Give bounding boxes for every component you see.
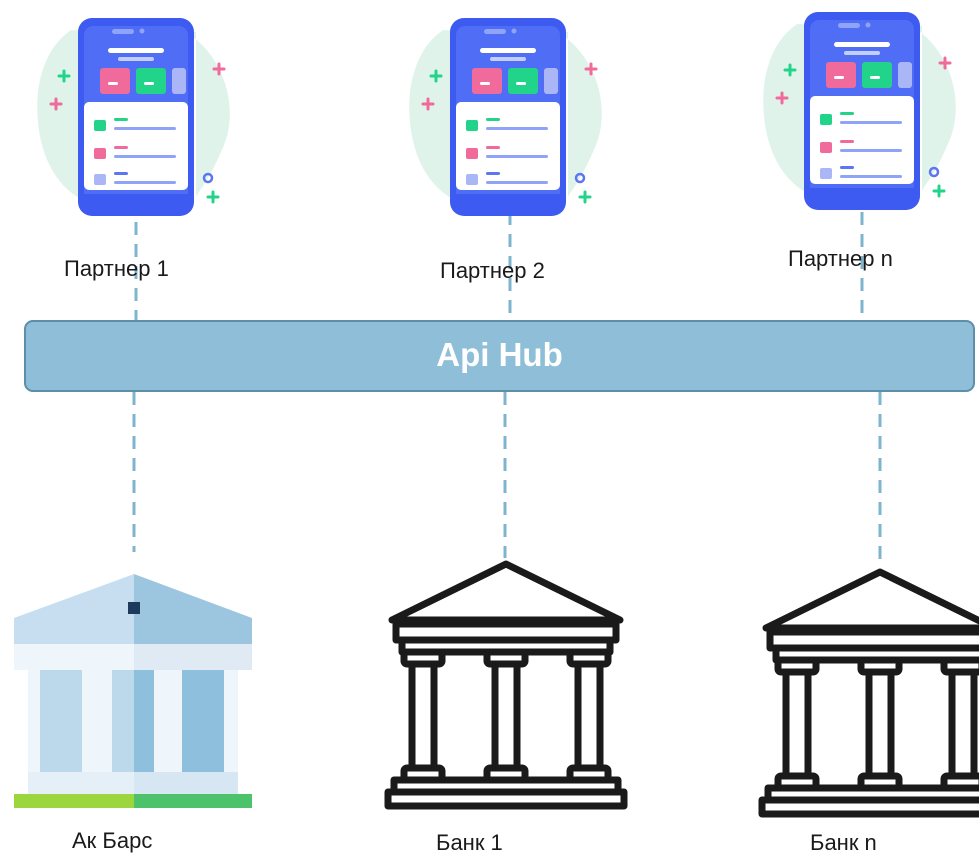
bank-n-label: Банк n xyxy=(810,830,877,855)
bank-akbars-label: Ак Барс xyxy=(72,828,153,853)
partner-1-phone-icon xyxy=(37,18,230,216)
partner-n-phone-icon xyxy=(763,12,956,210)
partner-2-phone-icon xyxy=(409,18,602,216)
bank-n-building-icon xyxy=(758,568,979,818)
bank-1-label: Банк 1 xyxy=(436,830,503,855)
api-hub-bar: Api Hub xyxy=(24,320,975,392)
partner-1-label: Партнер 1 xyxy=(64,256,169,281)
bank-akbars-building-icon xyxy=(14,574,252,808)
bank-1-building-icon xyxy=(384,560,628,810)
api-hub-label: Api Hub xyxy=(436,336,563,373)
partner-n-label: Партнер n xyxy=(788,246,893,271)
partner-2-label: Партнер 2 xyxy=(440,258,545,283)
